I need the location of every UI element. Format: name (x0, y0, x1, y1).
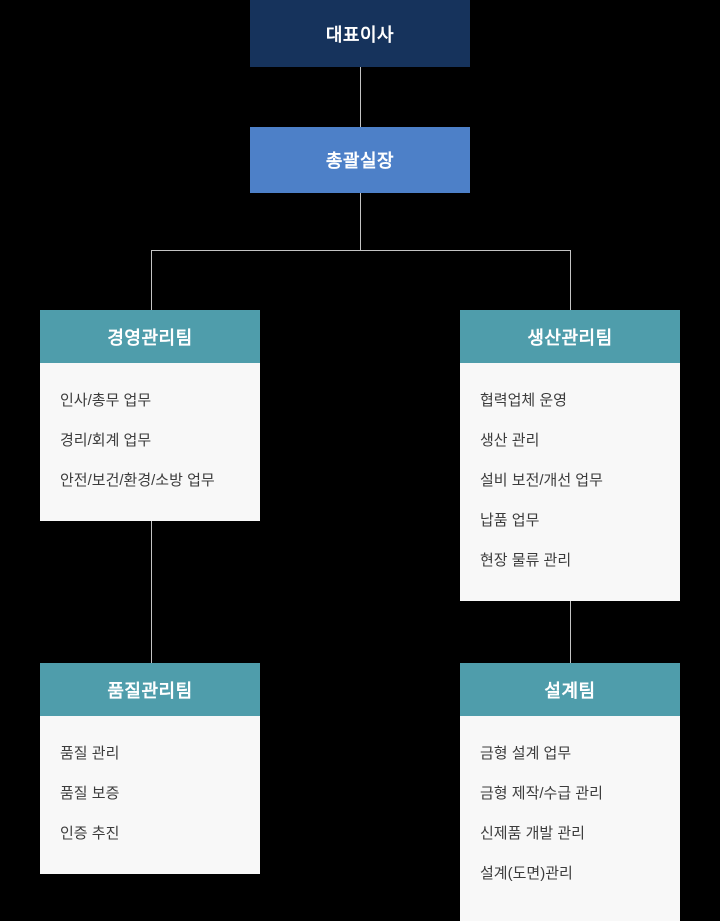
team-title: 생산관리팀 (527, 327, 613, 348)
team-item: 안전/보건/환경/소방 업무 (60, 472, 215, 489)
team-item: 신제품 개발 관리 (480, 825, 585, 842)
connector-director-to-branch (360, 193, 361, 251)
team-header-design: 설계팀 (460, 663, 680, 716)
director-label: 총괄실장 (325, 151, 395, 171)
connector-branch-right-down (570, 250, 571, 310)
team-header-production: 생산관리팀 (460, 310, 680, 363)
team-item: 설비 보전/개선 업무 (480, 472, 603, 489)
team-item: 금형 설계 업무 (480, 745, 572, 762)
connector-branch-horizontal (151, 250, 571, 251)
ceo-label: 대표이사 (325, 24, 395, 45)
team-item: 품질 보증 (60, 785, 120, 802)
ceo-node: 대표이사 (250, 0, 470, 67)
team-card-management: 경영관리팀 인사/총무 업무 경리/회계 업무 안전/보건/환경/소방 업무 (40, 310, 260, 521)
team-item: 금형 제작/수급 관리 (480, 785, 603, 802)
team-title: 품질관리팀 (107, 680, 193, 701)
team-item: 현장 물류 관리 (480, 552, 572, 569)
team-item: 납품 업무 (480, 512, 540, 529)
team-item: 경리/회계 업무 (60, 432, 152, 449)
connector-production-to-design (570, 601, 571, 663)
director-node: 총괄실장 (250, 127, 470, 193)
team-body-quality: 품질 관리 품질 보증 인증 추진 (40, 716, 260, 874)
connector-ceo-to-director (360, 67, 361, 127)
team-body-design: 금형 설계 업무 금형 제작/수급 관리 신제품 개발 관리 설계(도면)관리 (460, 716, 680, 921)
team-item: 인사/총무 업무 (60, 392, 152, 409)
team-card-production: 생산관리팀 협력업체 운영 생산 관리 설비 보전/개선 업무 납품 업무 현장… (460, 310, 680, 601)
team-card-quality: 품질관리팀 품질 관리 품질 보증 인증 추진 (40, 663, 260, 874)
team-item: 품질 관리 (60, 745, 120, 762)
team-title: 설계팀 (544, 680, 596, 701)
team-body-management: 인사/총무 업무 경리/회계 업무 안전/보건/환경/소방 업무 (40, 363, 260, 521)
team-item: 인증 추진 (60, 825, 120, 842)
team-header-quality: 품질관리팀 (40, 663, 260, 716)
team-card-design: 설계팀 금형 설계 업무 금형 제작/수급 관리 신제품 개발 관리 설계(도면… (460, 663, 680, 921)
team-header-management: 경영관리팀 (40, 310, 260, 363)
team-title: 경영관리팀 (107, 327, 193, 348)
team-item: 설계(도면)관리 (480, 865, 573, 882)
team-item: 협력업체 운영 (480, 392, 567, 409)
connector-branch-left-down (151, 250, 152, 310)
connector-management-to-quality (151, 521, 152, 663)
team-item: 생산 관리 (480, 432, 540, 449)
team-body-production: 협력업체 운영 생산 관리 설비 보전/개선 업무 납품 업무 현장 물류 관리 (460, 363, 680, 601)
